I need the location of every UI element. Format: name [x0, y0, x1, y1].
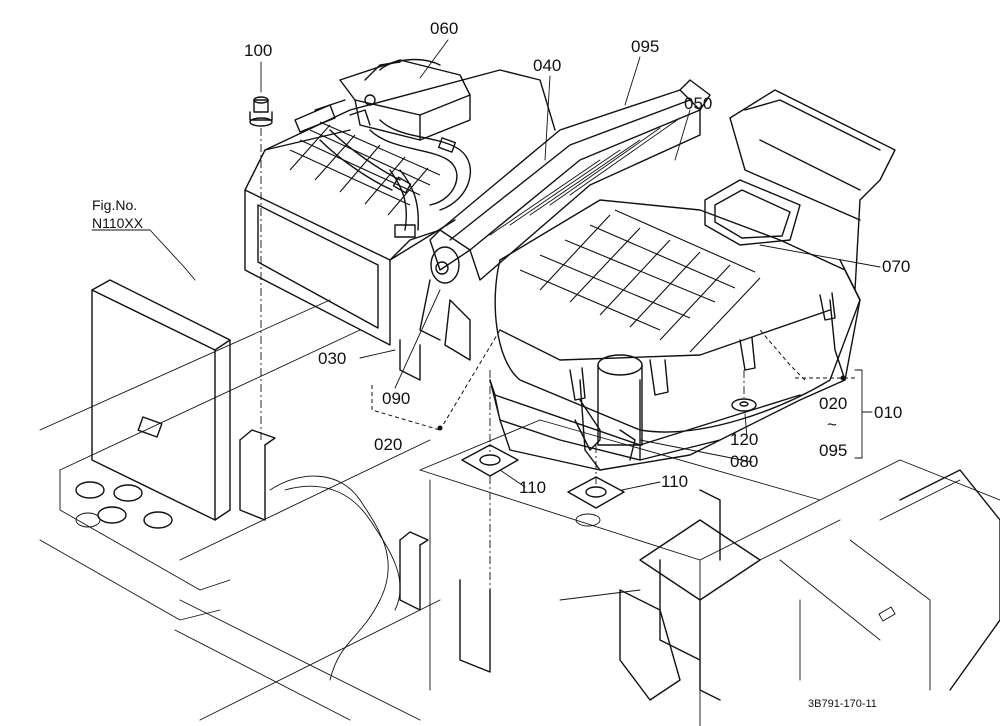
callout-050: 050: [684, 94, 712, 113]
machine-frame: [39, 279, 1000, 726]
bracket-080: [574, 399, 636, 461]
rubber-mount-110-right: [567, 445, 625, 527]
figure-ref-line2: N110XX: [92, 215, 144, 231]
callout-110-left: 110: [519, 478, 546, 497]
callout-labels: 100 060 040 095 050 070 030 090 020 020 …: [92, 19, 910, 710]
callout-095-right: 095: [819, 441, 847, 460]
callout-060: 060: [430, 19, 458, 38]
leader-lines: [91, 39, 881, 491]
evaporator-core: [419, 79, 711, 341]
bracket-090: [399, 299, 471, 381]
callout-120: 120: [730, 430, 758, 449]
callout-020-left: 020: [374, 435, 402, 454]
heater-unit: [244, 69, 896, 471]
hoses-and-valve: [294, 58, 471, 238]
callout-095-top: 095: [631, 37, 659, 56]
callout-100: 100: [244, 41, 272, 60]
washer-120: [731, 370, 757, 412]
callout-080: 080: [730, 452, 758, 471]
callout-110-right: 110: [661, 472, 688, 491]
callout-030: 030: [318, 349, 346, 368]
drawing-number: 3B791-170-11: [808, 698, 877, 710]
callout-range-tilde: ~: [827, 415, 837, 434]
callout-010: 010: [874, 403, 902, 422]
figure-ref-line1: Fig.No.: [92, 197, 137, 213]
callout-070: 070: [882, 257, 910, 276]
rubber-mount-110-left: [461, 370, 519, 600]
callout-040: 040: [533, 56, 561, 75]
bolt-100: [249, 96, 273, 440]
callout-020-right: 020: [819, 394, 847, 413]
callout-090: 090: [382, 389, 410, 408]
